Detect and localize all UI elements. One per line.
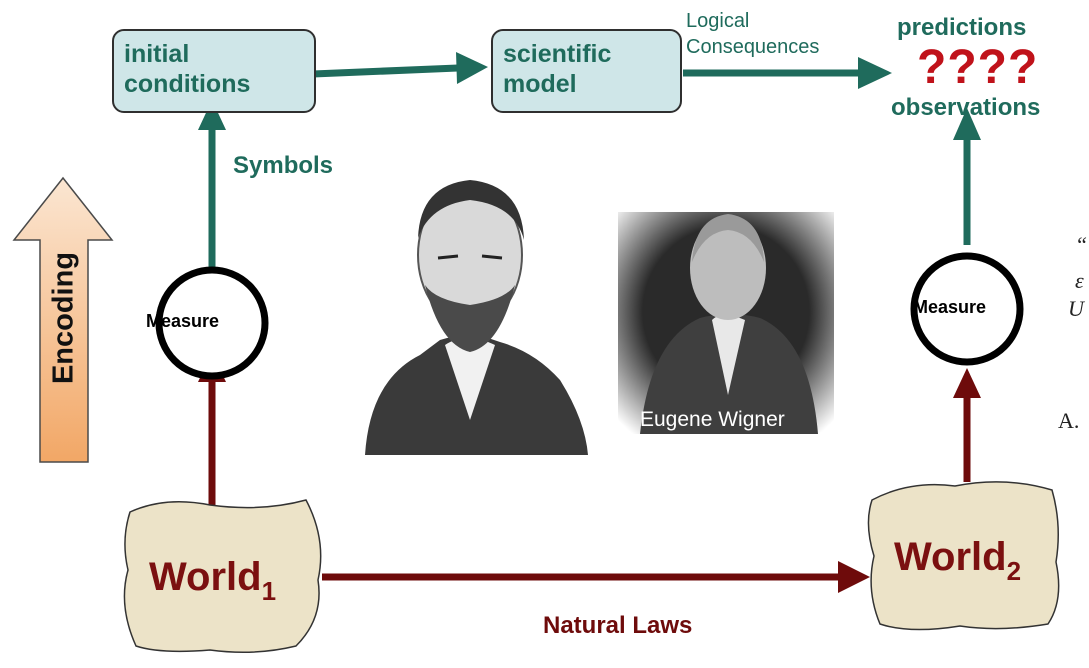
arrow-world2-to-measure (953, 368, 981, 482)
initial-conditions-label: initial conditions (124, 40, 251, 98)
logical-consequences-line2: Consequences (686, 36, 820, 58)
arrow-measure-to-initial (198, 100, 226, 268)
world2-label: World2 (894, 535, 1021, 587)
cutoff-fragment-a: ε (1075, 268, 1084, 293)
world1-subscript: 1 (261, 576, 277, 606)
arrow-model-to-predictions (683, 57, 892, 89)
measure-circle-right (910, 252, 1024, 366)
logical-consequences-label: Logical Consequences (686, 8, 819, 60)
world1-base: World (149, 555, 262, 599)
scientific-model-box: scientific model (491, 29, 682, 113)
scientific-model-label: scientific model (503, 40, 612, 98)
initial-conditions-box: initial conditions (112, 29, 316, 113)
arrow-initial-to-model (312, 52, 488, 84)
arrow-natural-laws (322, 561, 870, 593)
symbols-label: Symbols (233, 152, 334, 179)
world2-base: World (894, 535, 1007, 579)
portrait-engraving (365, 180, 588, 455)
question-marks: ???? (917, 41, 1039, 94)
world2-subscript: 2 (1006, 556, 1022, 586)
portrait-photo (618, 212, 834, 434)
cutoff-fragment-b: U (1068, 296, 1084, 321)
measure-label-left: Measure (146, 311, 220, 331)
observations-label: observations (891, 94, 1041, 121)
wigner-caption: Eugene Wigner (640, 408, 785, 431)
arrow-measure-to-observations (953, 108, 981, 245)
encoding-arrow (12, 176, 114, 463)
world2-blob (867, 481, 1060, 631)
natural-laws-label: Natural Laws (543, 612, 693, 639)
cutoff-fragment-c: A. (1058, 408, 1080, 433)
predictions-label: predictions (897, 14, 1027, 41)
measure-label-right: Measure (913, 297, 987, 317)
cutoff-quote-mark: “ (1075, 232, 1088, 257)
measure-circle-left (155, 266, 269, 380)
logical-consequences-line1: Logical (686, 10, 750, 32)
world1-blob (123, 499, 322, 653)
encoding-label: Encoding (47, 251, 80, 385)
world1-label: World1 (149, 555, 276, 607)
